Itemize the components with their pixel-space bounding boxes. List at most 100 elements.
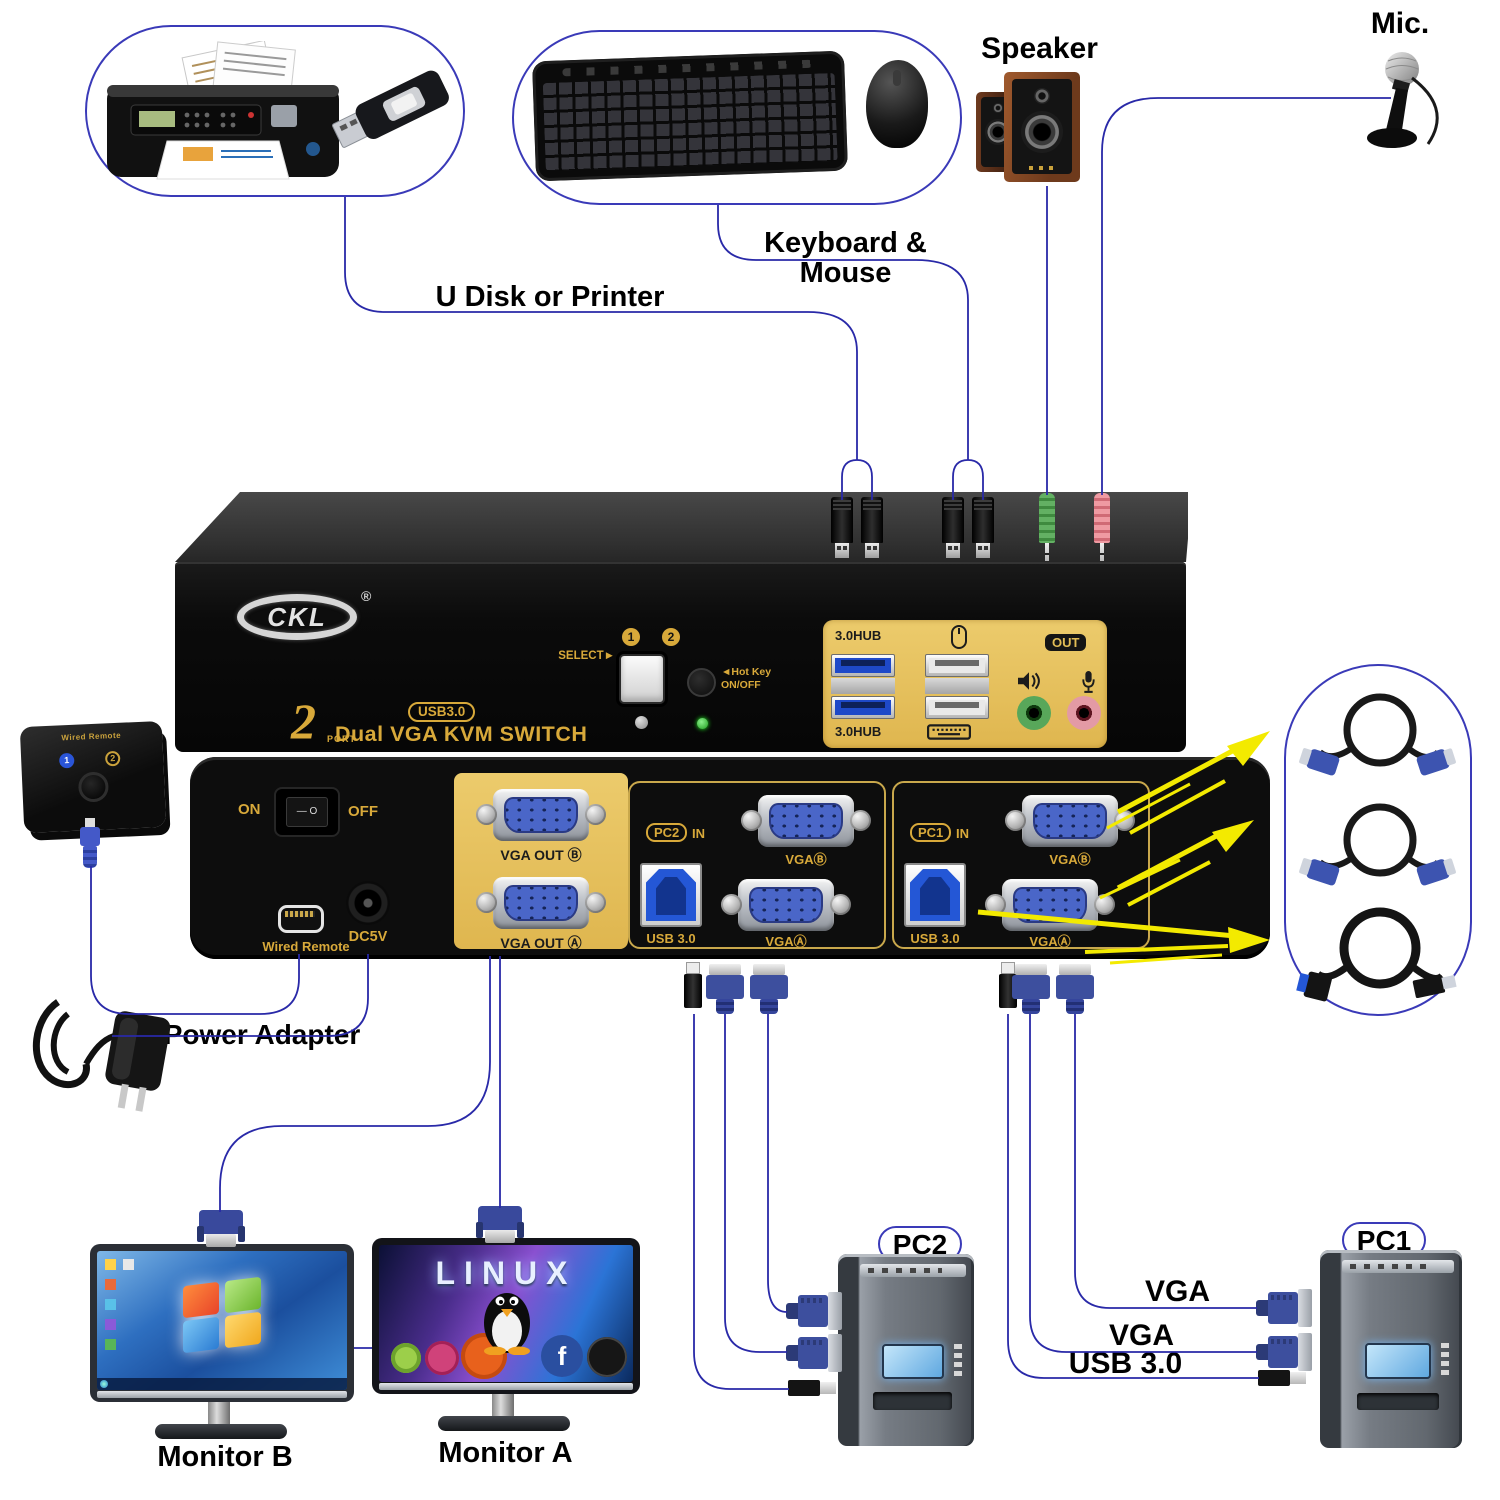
usb-flash-drive-icon — [332, 70, 449, 148]
printer-icon — [107, 41, 339, 180]
vga-plug-icon — [1056, 964, 1094, 1014]
line-pc2-vga1 — [767, 1014, 788, 1313]
keyboard-icon — [927, 724, 971, 740]
pc1-vga-a-label: VGAⒶ — [1029, 934, 1071, 949]
vga-out-a-port[interactable] — [476, 877, 606, 929]
speaker-label: Speaker — [981, 32, 1098, 65]
kvm-switch-back: ON — O OFF Wired Remote DC5V VGA OUT Ⓑ V… — [190, 757, 1270, 959]
monitor-b-label: Monitor B — [157, 1441, 293, 1473]
keyboard-usb-port[interactable] — [925, 696, 989, 719]
hub-label-bottom: 3.0HUB — [835, 724, 882, 739]
select-label: SELECT► — [558, 650, 615, 662]
pc1-tower-icon — [1320, 1250, 1462, 1448]
power-adapter-icon — [32, 999, 171, 1112]
dc-power-jack[interactable] — [346, 881, 390, 925]
vga-out-b-port[interactable] — [476, 789, 606, 841]
pc2-in-section: PC2 IN VGAⒷ USB 3.0 VGAⒶ — [628, 781, 886, 949]
vga-plug-icon — [197, 1210, 245, 1256]
remote-button-1[interactable]: 1 — [58, 752, 75, 769]
vga-cable-icon — [1299, 693, 1456, 776]
vga-out-a-label: VGA OUT Ⓐ — [500, 935, 582, 951]
usb-plug-icon — [861, 497, 883, 559]
pc2-vga-a-label: VGAⒶ — [765, 934, 807, 949]
vga-plug-icon — [1256, 1333, 1314, 1371]
speaker-icon — [976, 72, 1096, 186]
pc2-usb3-port[interactable] — [640, 863, 702, 927]
vga-out-plate: VGA OUT Ⓑ VGA OUT Ⓐ — [454, 773, 628, 951]
select-button[interactable] — [619, 654, 665, 704]
power-adapter-label: Power Adapter — [163, 1019, 361, 1050]
monitor-a: LINUX f — [372, 1238, 640, 1394]
wired-remote-port[interactable] — [278, 905, 324, 933]
pc2-vga-b-label: VGAⒷ — [785, 852, 827, 867]
vga-plug-icon — [786, 1292, 844, 1330]
pc1-capsule: PC1 — [910, 823, 952, 842]
vga-plug-icon — [750, 964, 788, 1014]
udisk-printer-capsule — [85, 25, 465, 197]
pc1-usb3-label: USB 3.0 — [910, 931, 960, 946]
monitor-a-label: Monitor A — [438, 1437, 573, 1469]
pc2-vga-b-port[interactable] — [741, 795, 871, 847]
monitor-a-screen: LINUX f — [379, 1245, 633, 1382]
usb-plug-icon — [788, 1378, 838, 1398]
usb3-hub-port-2[interactable] — [831, 696, 895, 719]
select-arrow-icon: ► — [603, 650, 615, 662]
pc2-capsule: PC2 — [646, 823, 688, 842]
vga-plug-icon — [786, 1334, 844, 1372]
mouse-usb-port[interactable] — [925, 654, 989, 677]
pc1-usb3-port[interactable] — [904, 863, 966, 927]
windows-logo-icon — [183, 1276, 261, 1354]
pclinuxos-logo-icon — [587, 1337, 627, 1377]
audio-plug-green-icon — [1039, 493, 1055, 565]
pc1-vga-b-label: VGAⒷ — [1049, 852, 1091, 867]
audio-plug-pink-icon — [1094, 493, 1110, 565]
keyboard-mouse-capsule — [512, 30, 962, 205]
pc1-vga-a-port[interactable] — [985, 879, 1115, 931]
tux-penguin-icon — [484, 1293, 530, 1355]
monitor-b-screen — [97, 1251, 347, 1390]
usb-plug-icon — [1258, 1368, 1308, 1388]
monitor-b — [90, 1244, 354, 1402]
out-label: OUT — [1045, 634, 1087, 651]
vga-plug-icon — [476, 1206, 524, 1252]
remote-button-2[interactable]: 2 — [104, 750, 121, 767]
usb3-hub-port-1[interactable] — [831, 654, 895, 677]
pc2-in-label: IN — [692, 826, 705, 841]
kvm-front-top-face — [175, 492, 1188, 562]
keyboard-mouse-label: Keyboard & Mouse — [764, 227, 927, 290]
vga-plug-icon — [1012, 964, 1050, 1014]
power-switch[interactable]: — O — [274, 787, 340, 837]
debian-logo-icon — [425, 1341, 459, 1375]
indicator-2: 2 — [662, 628, 680, 646]
remote-switch-button[interactable] — [77, 771, 110, 803]
line-vgaoutb-to-monitorb — [219, 956, 491, 1212]
pc2-usb3-label: USB 3.0 — [646, 931, 696, 946]
speaker-icon — [1018, 672, 1040, 690]
mouse-icon — [866, 60, 928, 148]
hotkey-led — [697, 718, 708, 729]
hotkey-button[interactable] — [687, 668, 716, 697]
port1-led — [635, 716, 648, 729]
usb3-cable-icon — [1296, 907, 1457, 1002]
hub-label-top: 3.0HUB — [835, 628, 882, 643]
usb3-badge: USB3.0 — [408, 702, 476, 722]
indicator-1: 1 — [622, 628, 640, 646]
mint-logo-icon — [391, 1343, 421, 1373]
hotkey-arrow-icon: ◄ — [721, 666, 732, 678]
power-on-label: ON — [238, 801, 261, 818]
pc1-vga-b-port[interactable] — [1005, 795, 1135, 847]
udisk-printer-label: U Disk or Printer — [435, 281, 665, 313]
pc2-vga-a-port[interactable] — [721, 879, 851, 931]
usb-plug-icon — [942, 497, 964, 559]
speaker-out-jack[interactable] — [1017, 696, 1051, 730]
microphone-icon — [1367, 52, 1439, 148]
pc2-tower-icon — [838, 1254, 974, 1446]
mouse-icon — [951, 625, 967, 649]
usb-plug-icon — [972, 497, 994, 559]
power-off-label: OFF — [348, 803, 378, 820]
mic-in-jack[interactable] — [1067, 696, 1101, 730]
line-pc2-vga2 — [724, 1014, 787, 1353]
